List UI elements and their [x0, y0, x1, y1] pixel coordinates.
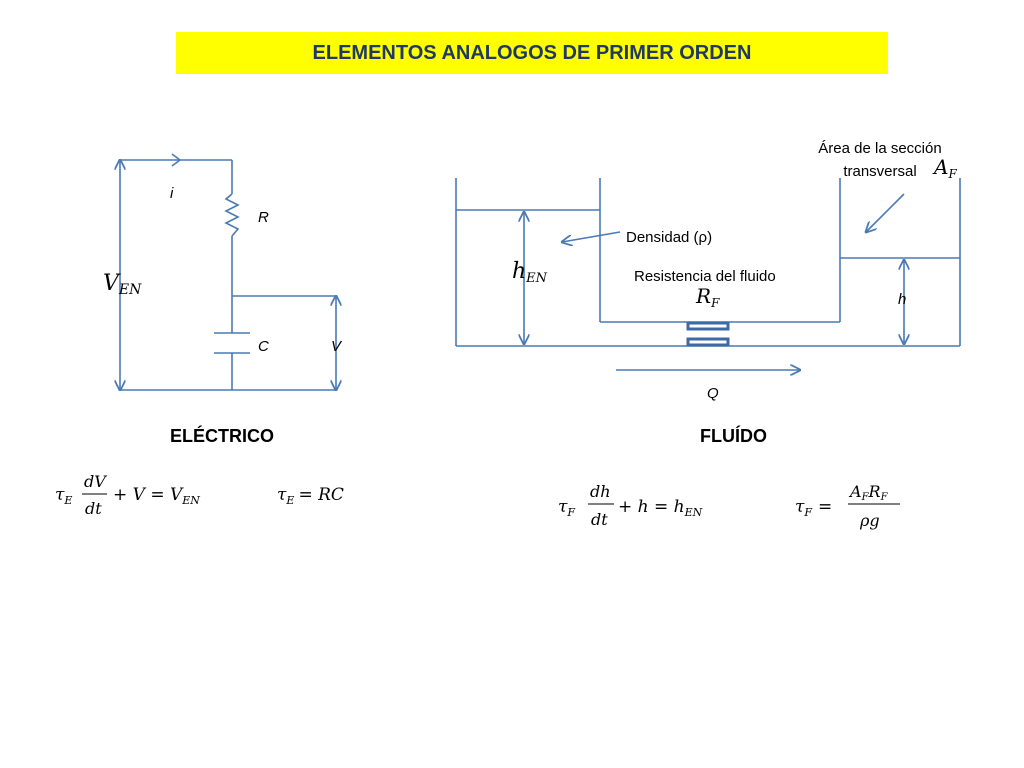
heading-fluid: FLUÍDO — [700, 425, 767, 446]
resistance-bar-top — [686, 321, 730, 331]
fluid-system: Área de la sección transversal AF Densid… — [455, 140, 961, 446]
fluid-eq1-num: dh — [590, 482, 611, 501]
label-capacitor-c: C — [258, 338, 269, 355]
label-area-symbol: AF — [932, 155, 957, 181]
fluid-equation-2: τF= AFRF ρg — [795, 482, 900, 530]
label-resistance: Resistencia del fluido — [634, 268, 776, 285]
label-resistor-r: R — [258, 209, 269, 226]
svg-text:+ V = VEN: + V = VEN — [113, 485, 200, 507]
heading-electric: ELÉCTRICO — [170, 425, 274, 446]
fluid-eq1-den: dt — [591, 510, 608, 529]
label-current-i: i — [170, 185, 174, 202]
svg-text:+ h = hEN: + h = hEN — [618, 497, 703, 519]
svg-text:τF=: τF= — [795, 497, 832, 519]
area-pointer — [866, 193, 905, 232]
fluid-equation-1: τF dh dt + h = hEN — [558, 482, 703, 529]
title-banner: ELEMENTOS ANALOGOS DE PRIMER ORDEN — [176, 32, 888, 74]
page-title: ELEMENTOS ANALOGOS DE PRIMER ORDEN — [312, 41, 752, 64]
svg-text:τE: τE — [55, 485, 72, 507]
label-density: Densidad (ρ) — [626, 229, 712, 246]
resistor-symbol — [224, 193, 240, 237]
electric-circuit: i R C V VEN ELÉCTRICO — [103, 153, 343, 446]
electric-equation-2: τE= RC — [277, 485, 344, 507]
label-area-line1: Área de la sección — [818, 140, 941, 157]
fluid-eq2-den: ρg — [859, 511, 880, 530]
electric-equation-1: τE dV dt + V = VEN — [55, 472, 200, 518]
fluid-eq2-num: AFRF — [848, 482, 889, 503]
svg-text:τE= RC: τE= RC — [277, 485, 344, 507]
label-resistance-symbol: RF — [695, 284, 720, 310]
eq1-den: dt — [85, 499, 102, 518]
label-h: h — [898, 291, 906, 308]
label-ven: VEN — [103, 271, 142, 298]
density-pointer — [562, 231, 621, 242]
eq1-num: dV — [84, 472, 107, 491]
resistance-bar-bottom — [686, 337, 730, 347]
label-voltage-v: V — [331, 338, 343, 355]
label-q: Q — [707, 385, 719, 402]
svg-text:τF: τF — [558, 497, 575, 519]
current-arrow — [171, 153, 182, 167]
label-area-line2: transversal — [843, 163, 916, 180]
label-hen: hEN — [512, 259, 548, 286]
